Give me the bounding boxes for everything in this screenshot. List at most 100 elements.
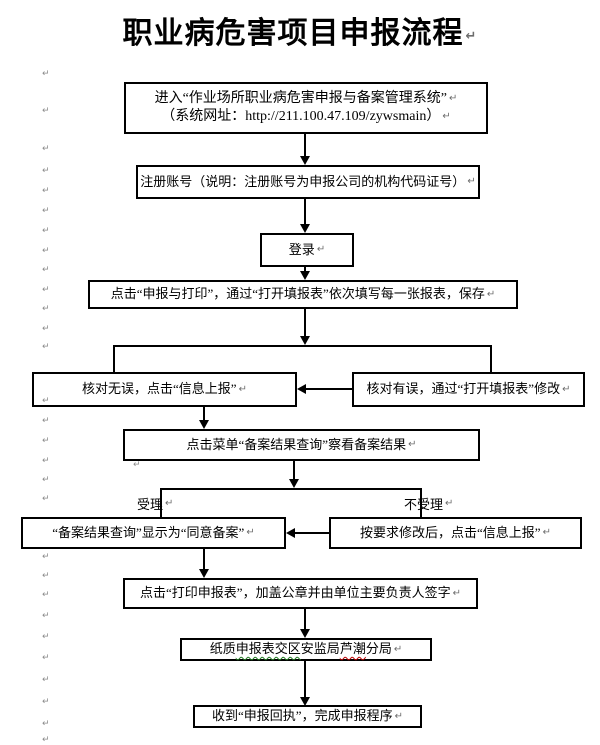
return-mark-icon: ↵ <box>542 527 551 538</box>
flow-node-enter-system: 进入“作业场所职业病危害申报与备案管理系统”↵ （系统网址：http://211… <box>124 82 488 134</box>
branch-label-not-accepted-text: 不受理 <box>404 497 444 512</box>
connector-deliver-to-receipt <box>304 661 306 697</box>
branch1-right-drop-line <box>490 345 492 372</box>
paragraph-mark-icon: ↵ <box>42 697 50 707</box>
arrow-down-icon <box>289 479 299 488</box>
flow-node-check-filing-result: 点击菜单“备案结果查询”察看备案结果↵ <box>123 429 480 461</box>
deliver-paper-seg1: 纸质 <box>209 641 236 657</box>
deliver-paper-seg2-grammar-underline: 申报表交区 <box>235 641 301 657</box>
flow-node-filing-approved-label: “备案结果查询”显示为“同意备案” <box>52 524 245 540</box>
flow-node-error-modify: 核对有误，通过“打开填报表”修改↵ <box>352 372 585 407</box>
paragraph-mark-icon: ↵ <box>133 460 141 470</box>
page-title-text: 职业病危害项目申报流程 <box>122 17 464 50</box>
flow-node-receive-receipt: 收到“申报回执”，完成申报程序↵ <box>193 705 422 728</box>
paragraph-mark-icon: ↵ <box>42 571 50 581</box>
branch2-horizontal-line <box>160 488 422 490</box>
flow-node-fill-report-forms-label: 点击“申报与打印”，通过“打开填报表”依次填写每一张报表，保存 <box>110 286 485 302</box>
return-mark-icon: ↵ <box>465 28 478 44</box>
paragraph-mark-icon: ↵ <box>42 719 50 729</box>
paragraph-mark-icon: ↵ <box>42 69 50 79</box>
flow-node-login: 登录↵ <box>260 233 354 267</box>
branch-label-not-accepted: 不受理↵ <box>404 494 453 513</box>
return-mark-icon: ↵ <box>452 587 461 599</box>
return-mark-icon: ↵ <box>449 92 458 104</box>
arrow-down-icon <box>199 569 209 578</box>
flow-node-deliver-paper-form: 纸质申报表交区安监局芦潮分局↵ <box>180 638 432 661</box>
paragraph-mark-icon: ↵ <box>42 436 50 446</box>
paragraph-mark-icon: ↵ <box>42 632 50 642</box>
return-mark-icon: ↵ <box>165 497 174 509</box>
paragraph-mark-icon: ↵ <box>42 396 50 406</box>
arrow-down-icon <box>199 420 209 429</box>
arrow-left-icon <box>286 528 295 538</box>
branch-label-accepted-text: 受理 <box>137 497 164 512</box>
arrow-down-icon <box>300 156 310 165</box>
paragraph-mark-icon: ↵ <box>42 324 50 334</box>
paragraph-mark-icon: ↵ <box>42 206 50 216</box>
flow-node-enter-system-line1: 进入“作业场所职业病危害申报与备案管理系统” <box>154 90 448 106</box>
connector-submit-to-check <box>203 407 205 420</box>
connector-resubmit-to-approved <box>295 532 329 534</box>
flow-node-modify-resubmit-label: 按要求修改后，点击“信息上报” <box>360 524 541 540</box>
deliver-paper-seg3: 安监局 <box>300 641 340 657</box>
flow-node-enter-system-line2: （系统网址：http://211.100.47.109/zywsmain） <box>161 109 441 124</box>
return-mark-icon: ↵ <box>445 497 454 509</box>
connector-check-to-branch2 <box>293 461 295 479</box>
return-mark-icon: ↵ <box>408 439 417 450</box>
page-title: 职业病危害项目申报流程↵ <box>0 8 600 52</box>
return-mark-icon: ↵ <box>394 710 403 722</box>
paragraph-mark-icon: ↵ <box>42 304 50 314</box>
paragraph-mark-icon: ↵ <box>42 735 50 745</box>
flow-node-verified-submit-label: 核对无误，点击“信息上报” <box>82 381 237 397</box>
return-mark-icon: ↵ <box>238 383 247 395</box>
return-mark-icon: ↵ <box>562 383 571 395</box>
paragraph-mark-icon: ↵ <box>42 456 50 466</box>
flow-node-fill-report-forms: 点击“申报与打印”，通过“打开填报表”依次填写每一张报表，保存↵ <box>88 280 518 309</box>
arrow-down-icon <box>300 629 310 638</box>
branch1-horizontal-line <box>113 345 492 347</box>
flow-node-check-filing-result-label: 点击菜单“备案结果查询”察看备案结果 <box>186 436 407 452</box>
flow-node-print-stamp-sign: 点击“打印申报表”，加盖公章并由单位主要负责人签字↵ <box>123 578 478 609</box>
flow-node-register-account: 注册账号（说明：注册账号为申报公司的机构代码证号）↵ <box>136 165 480 199</box>
arrow-down-icon <box>300 697 310 706</box>
flow-node-modify-resubmit: 按要求修改后，点击“信息上报”↵ <box>329 517 582 549</box>
paragraph-mark-icon: ↵ <box>42 285 50 295</box>
arrow-left-icon <box>297 384 306 394</box>
branch2-left-drop-line <box>160 488 162 517</box>
paragraph-mark-icon: ↵ <box>42 675 50 685</box>
arrow-down-icon <box>300 271 310 280</box>
flow-node-login-label: 登录 <box>288 241 315 257</box>
arrow-down-icon <box>300 224 310 233</box>
paragraph-mark-icon: ↵ <box>42 494 50 504</box>
paragraph-mark-icon: ↵ <box>42 552 50 562</box>
branch2-right-drop-line <box>420 488 422 517</box>
arrow-down-icon <box>300 336 310 345</box>
return-mark-icon: ↵ <box>393 643 403 655</box>
paragraph-mark-icon: ↵ <box>42 226 50 236</box>
paragraph-mark-icon: ↵ <box>42 166 50 176</box>
paragraph-mark-icon: ↵ <box>42 144 50 154</box>
connector-login-to-fill <box>304 267 306 271</box>
paragraph-mark-icon: ↵ <box>42 265 50 275</box>
paragraph-mark-icon: ↵ <box>42 416 50 426</box>
branch-label-accepted: 受理↵ <box>137 494 173 513</box>
flow-node-register-account-label: 注册账号（说明：注册账号为申报公司的机构代码证号） <box>140 173 466 189</box>
paragraph-mark-icon: ↵ <box>42 106 50 116</box>
connector-enter-to-register <box>304 134 306 156</box>
paragraph-mark-icon: ↵ <box>42 342 50 352</box>
deliver-paper-seg4-spelling-underline: 芦潮 <box>339 641 366 657</box>
flow-node-filing-approved: “备案结果查询”显示为“同意备案”↵ <box>21 517 286 549</box>
connector-modify-to-submit <box>306 388 352 390</box>
return-mark-icon: ↵ <box>246 527 255 538</box>
flow-node-print-stamp-sign-label: 点击“打印申报表”，加盖公章并由单位主要负责人签字 <box>140 585 451 601</box>
paragraph-mark-icon: ↵ <box>42 653 50 663</box>
paragraph-mark-icon: ↵ <box>42 475 50 485</box>
connector-print-to-deliver <box>304 609 306 629</box>
paragraph-mark-icon: ↵ <box>42 611 50 621</box>
return-mark-icon: ↵ <box>316 244 326 255</box>
connector-fill-to-branch <box>304 309 306 336</box>
return-mark-icon: ↵ <box>486 288 496 300</box>
flow-node-error-modify-label: 核对有误，通过“打开填报表”修改 <box>366 381 561 397</box>
connector-register-to-login <box>304 199 306 224</box>
